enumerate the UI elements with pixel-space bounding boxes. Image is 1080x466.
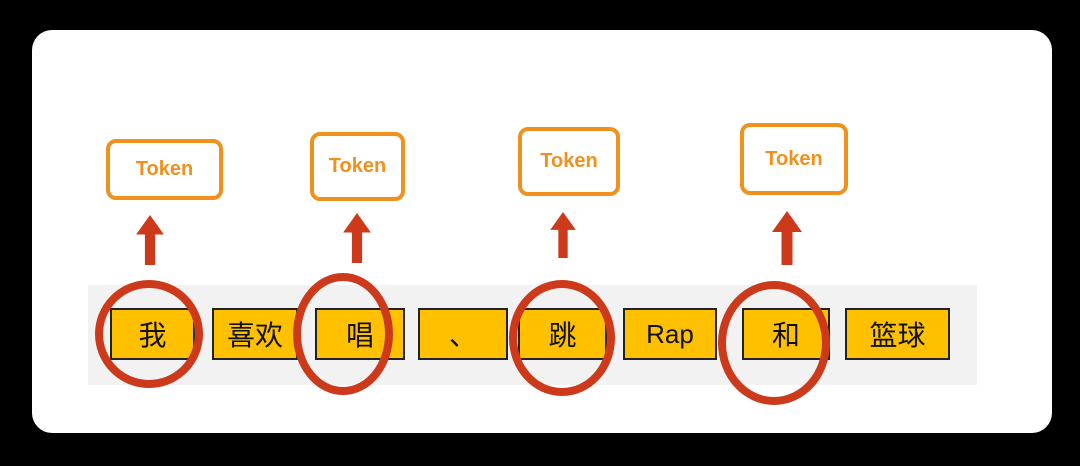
highlight-circle <box>718 281 830 405</box>
word-text: 篮球 <box>869 319 926 352</box>
word-box: 、 <box>418 308 508 360</box>
highlight-circle <box>95 280 203 388</box>
highlight-circle <box>293 273 393 395</box>
word-text: 喜欢 <box>226 319 283 352</box>
token-label: Token <box>765 147 823 170</box>
word-text: 、 <box>448 319 477 352</box>
token-label-box: Token <box>740 123 848 195</box>
up-arrow-icon <box>772 211 802 265</box>
word-text: Rap <box>646 318 694 349</box>
word-box: 篮球 <box>845 308 950 360</box>
token-label-box: Token <box>310 132 405 201</box>
highlight-circle <box>509 280 615 396</box>
token-label: Token <box>540 150 598 172</box>
up-arrow-icon <box>343 213 371 263</box>
token-label-box: Token <box>106 139 223 200</box>
up-arrow-icon <box>550 212 576 258</box>
token-label-box: Token <box>518 127 620 196</box>
diagram-card: Token Token Token Token 我 喜欢 唱 、 跳 Rap 和… <box>32 30 1052 433</box>
token-label: Token <box>135 158 194 180</box>
word-box: 喜欢 <box>212 308 298 360</box>
token-label: Token <box>328 155 387 177</box>
word-box: Rap <box>623 308 717 360</box>
up-arrow-icon <box>136 215 164 265</box>
